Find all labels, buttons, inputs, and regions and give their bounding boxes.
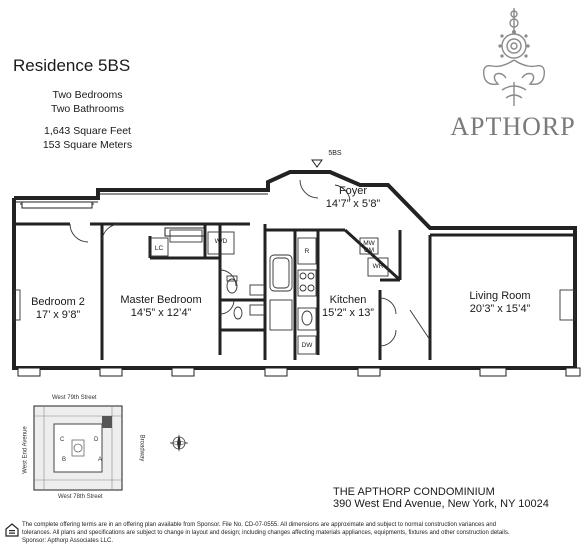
legal-disclaimer: The complete offering terms are in an of… — [22, 521, 588, 545]
room-bedroom-2: Bedroom 2 17’ x 9’8” — [18, 296, 98, 322]
avenue-west: West End Avenue — [22, 426, 29, 474]
building-name: THE APTHORP CONDOMINIUM — [333, 486, 495, 498]
street-south: West 78th Street — [58, 494, 103, 500]
wing-label: A — [98, 457, 103, 463]
wing-label: B — [62, 457, 67, 463]
building-footprint — [33, 405, 123, 491]
floor-plan: 5BS Foyer 14’7” x 5’8” Bedroom 2 17’ x 9… — [0, 140, 588, 390]
brand-name: APTHORP — [450, 112, 576, 141]
street-north: West 79th Street — [52, 395, 97, 401]
room-name: Living Room — [469, 290, 531, 302]
disclaimer-line: The complete offering terms are in an of… — [22, 522, 497, 528]
washer-dryer-label: W/D — [214, 238, 228, 245]
avenue-east: Broadway — [138, 434, 145, 462]
compass-icon — [169, 434, 189, 452]
room-dimensions: 20’3” x 15’4” — [469, 303, 531, 315]
linen-closet-label: LC — [154, 245, 164, 252]
room-living-room: Living Room 20’3” x 15’4” — [450, 290, 550, 316]
room-dimensions: 17’ x 9’8” — [35, 309, 81, 321]
dishwasher-label: DW — [301, 342, 313, 349]
room-name: Bedroom 2 — [31, 296, 85, 308]
disclaimer-line: tolerances. All plans and specifications… — [22, 530, 510, 536]
room-dimensions: 14’7” x 5’8” — [325, 198, 381, 210]
residence-title: Residence 5BS — [13, 56, 131, 75]
room-kitchen: Kitchen 15’2” x 13” — [318, 294, 378, 320]
equal-housing-icon — [5, 523, 19, 537]
site-key-map: West 79th Street West 78th Street West E… — [22, 395, 145, 505]
apthorp-crest-logo — [482, 8, 546, 106]
bedroom-count: Two Bedrooms — [52, 89, 123, 101]
building-address: 390 West End Avenue, New York, NY 10024 — [333, 498, 549, 510]
room-name: Master Bedroom — [120, 294, 202, 306]
square-feet: 1,643 Square Feet — [44, 125, 131, 137]
room-dimensions: 15’2” x 13” — [322, 307, 374, 319]
room-master-bedroom: Master Bedroom 14’5” x 12’4” — [106, 294, 216, 320]
microwave-label: MW — [363, 240, 375, 247]
room-name: Foyer — [338, 185, 368, 197]
room-dimensions: 14’5” x 12’4” — [130, 307, 192, 319]
wing-label: C — [60, 437, 65, 443]
bathroom-count: Two Bathrooms — [51, 103, 124, 115]
disclaimer-line: Sponsor: Apthorp Associates LLC. — [22, 538, 114, 544]
room-foyer: Foyer 14’7” x 5’8” — [298, 185, 408, 211]
wine-refrigerator-label: WR — [372, 263, 384, 270]
square-meters: 153 Square Meters — [42, 139, 133, 151]
room-name: Kitchen — [329, 294, 367, 306]
floor-plan-walls — [12, 159, 581, 377]
coffee-maker-label: CM — [363, 247, 375, 254]
refrigerator-label: R — [304, 248, 310, 255]
wing-label: D — [94, 437, 99, 443]
